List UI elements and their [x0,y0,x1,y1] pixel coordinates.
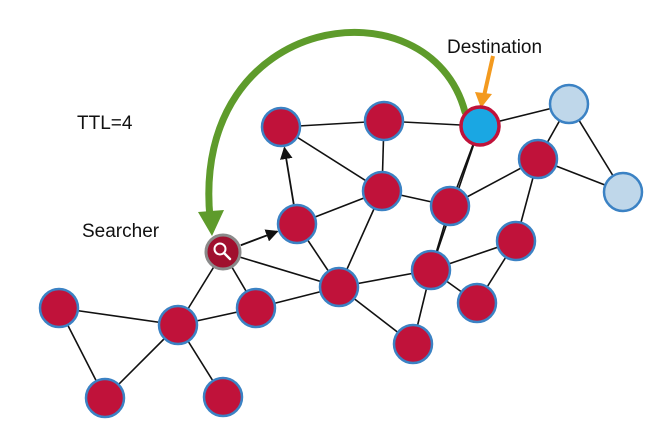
searcher-node [204,233,242,271]
peer-node [157,304,199,346]
peer-node [235,287,277,329]
search-path-arrowhead [198,210,224,236]
peer-node [392,323,434,365]
peer-node [260,106,302,148]
destination-label: Destination [447,37,542,58]
peer-node [517,138,559,180]
peer-node [429,185,471,227]
destination-pointer-arrowhead [475,92,492,108]
query-forward-arrow [280,146,295,206]
peer-node [38,287,80,329]
peer-node [202,376,244,418]
search-path-arc [205,28,469,222]
peer-node [361,170,403,212]
peer-node [276,203,318,245]
destination-pointer [482,55,495,97]
ttl-label: TTL=4 [77,113,133,134]
peer-node [318,266,360,308]
peer-node [84,377,126,419]
peer-node [363,100,405,142]
outside-peer-node [602,171,644,213]
query-forward-arrow [240,229,279,247]
peer-node [495,220,537,262]
peer-node [410,249,452,291]
outside-peer-node [548,83,590,125]
magnifier-icon [213,242,232,261]
destination-node [459,105,501,147]
node-group [38,83,644,419]
searcher-label: Searcher [82,221,160,242]
peer-node [456,282,498,324]
